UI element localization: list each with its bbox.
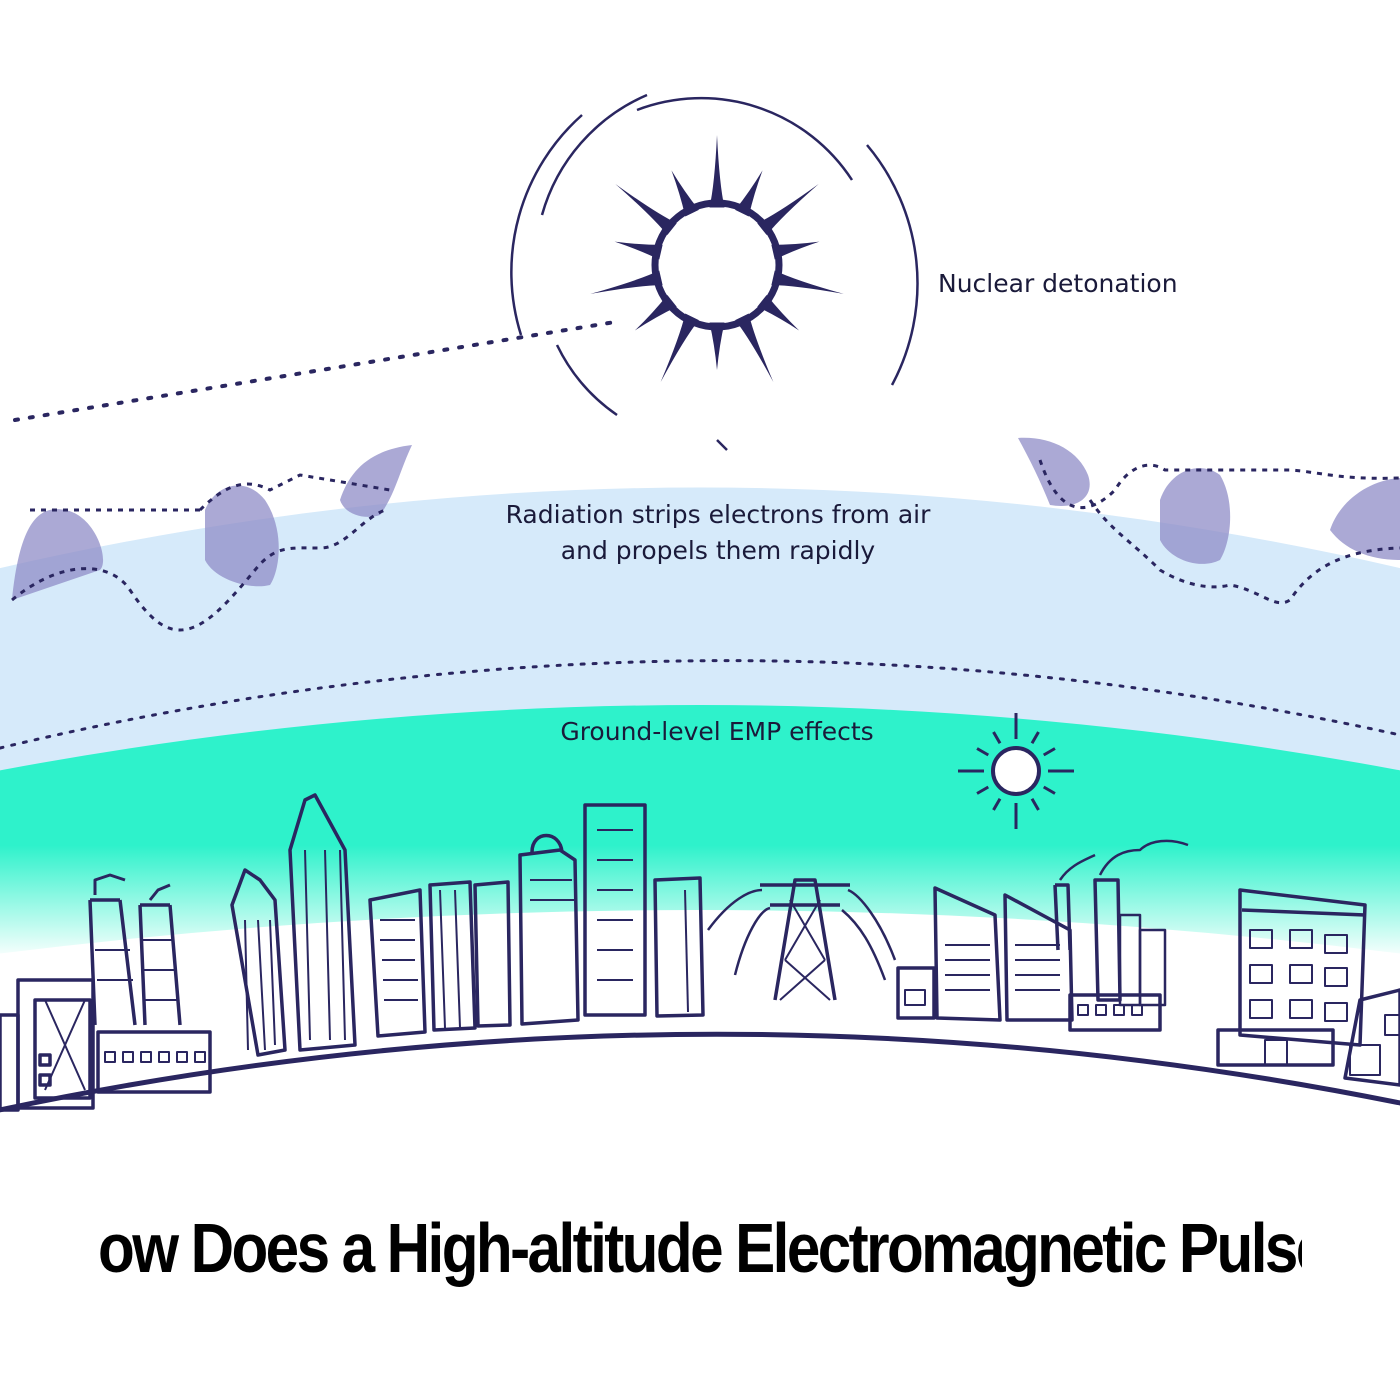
page-title: ow Does a High-altitude Electromagnetic … — [98, 1208, 1302, 1288]
burst-spike — [771, 270, 843, 293]
nuclear-burst-icon — [511, 95, 917, 450]
radiation-label-line2: and propels them rapidly — [468, 533, 968, 569]
detonation-label: Nuclear detonation — [938, 266, 1178, 302]
burst-spike — [661, 314, 699, 383]
burst-spike — [590, 270, 662, 293]
burst-spike — [757, 295, 799, 330]
burst-spike — [709, 135, 724, 207]
radiation-label-line1: Radiation strips electrons from air — [468, 497, 968, 533]
burst-spike — [735, 314, 773, 383]
ground-effects-label: Ground-level EMP effects — [467, 714, 967, 750]
burst-spike — [671, 170, 698, 216]
burst-spike — [709, 323, 724, 370]
burst-spike — [757, 184, 818, 235]
burst-spike — [615, 184, 676, 235]
radiation-path-line — [15, 322, 615, 420]
burst-spike — [735, 170, 762, 216]
burst-spike — [635, 295, 677, 330]
